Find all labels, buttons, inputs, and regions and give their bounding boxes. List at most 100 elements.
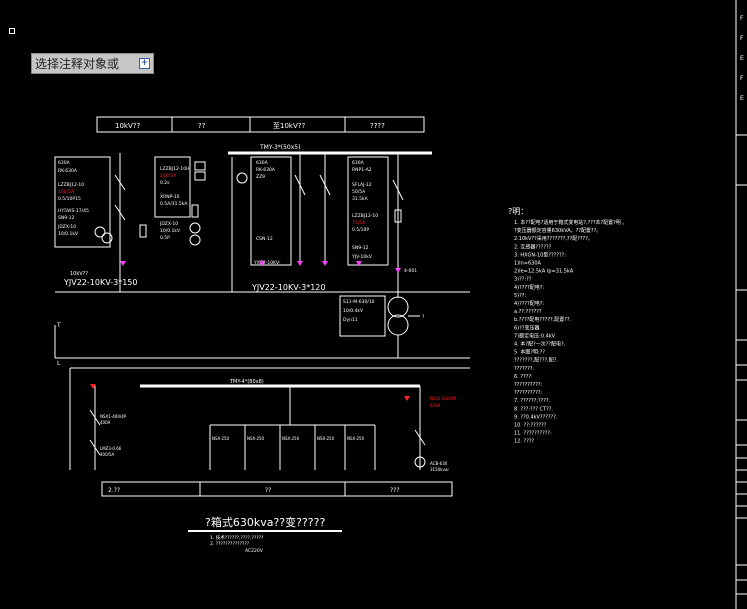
notes-line: 4)????配电?: xyxy=(514,284,544,291)
svg-text:NSX-250: NSX-250 xyxy=(212,436,230,441)
svg-text:F: F xyxy=(740,35,744,42)
svg-text:YJV-10kV: YJV-10kV xyxy=(351,254,373,260)
svg-text:400/5A: 400/5A xyxy=(100,452,115,457)
svg-text:E: E xyxy=(740,95,744,102)
svg-text:F: F xyxy=(740,15,744,22)
svg-text:RNP1-A2: RNP1-A2 xyxy=(352,167,372,173)
svg-text:CSN-12: CSN-12 xyxy=(256,236,273,242)
busbar-label: TMY-3*(50x5) xyxy=(259,144,300,151)
notes-line: 9. ??0.4kV??????. xyxy=(514,414,558,420)
right-cable-label: YJV22-10KV-3*120 xyxy=(251,283,325,292)
svg-text:630A: 630A xyxy=(58,160,71,166)
drawing-title-sub2: 2. ?????????????? xyxy=(210,541,250,547)
incoming-cabinet xyxy=(54,153,206,265)
notes-line: ??????????: xyxy=(514,382,543,388)
svg-text:F: F xyxy=(740,75,744,82)
svg-text:630A: 630A xyxy=(256,160,269,166)
left-cable-bottom: YJV22-10KV-3*150 xyxy=(63,278,137,287)
incoming-cabinet-text: 630A RK-630A LZZBJ12-10 100/5A 0.5/10P15… xyxy=(57,160,190,241)
notes-line: 1)In=630A xyxy=(514,261,542,267)
hv-busbar: TMY-3*(50x5) xyxy=(228,144,432,155)
transformer-spec-2: Dyn11 xyxy=(343,317,358,323)
notes-line: 2.10kV??采用???????,??配????。 xyxy=(514,235,593,242)
bottom-cell-1: ?? xyxy=(265,487,271,494)
selection-prompt-tooltip: 选择注释对象或 + xyxy=(31,53,154,74)
svg-text:SFLAJ-12: SFLAJ-12 xyxy=(352,182,372,188)
notes-line: 4)????配电?: xyxy=(514,300,544,307)
svg-text:LZZBJ12-10H: LZZBJ12-10H xyxy=(160,166,190,172)
notes-line: ???????,配???,配?. xyxy=(514,358,558,364)
svg-text:ACB-630: ACB-630 xyxy=(430,461,448,466)
lv-bus-label: TMY-4*(80x8) xyxy=(229,379,264,385)
bottom-cell-2: ??? xyxy=(390,487,400,494)
svg-text:RK-630A: RK-630A xyxy=(256,167,276,173)
l-mark: L xyxy=(57,360,61,367)
transformer-spec-1: 10/0.4kV xyxy=(343,308,364,314)
red-accents xyxy=(90,384,410,401)
svg-text:3150kvar: 3150kvar xyxy=(430,467,449,472)
notes-line: 4. 本?配?一次??配电?. xyxy=(514,341,566,348)
svg-text:NSX-250: NSX-250 xyxy=(247,436,265,441)
svg-text:NSX-250: NSX-250 xyxy=(347,436,365,441)
svg-text:630A: 630A xyxy=(430,403,441,408)
notes-line: 8. ???:??? CT??. xyxy=(514,406,553,412)
notes-line: 11. ??????????: xyxy=(514,431,552,437)
header-cell-2: 至10kV?? xyxy=(273,122,305,130)
notes-block: ?明： 1. 本??配电?适用于箱式变电站?,???本?配置?明 。 ?变压器额… xyxy=(508,207,627,445)
header-cell-3: ???? xyxy=(370,122,385,130)
svg-text:JDZX-10: JDZX-10 xyxy=(159,221,178,227)
middle-cabinets xyxy=(231,153,404,292)
drawing-title-sub1: 1. 技术??????,????,????? xyxy=(210,534,264,541)
header-table: 10kV?? ?? 至10kV?? ???? xyxy=(96,116,425,133)
left-cable: 10kV?? YJV22-10KV-3*150 xyxy=(55,265,233,293)
svg-text:400A: 400A xyxy=(100,420,111,425)
svg-text:LMZ3-0.66: LMZ3-0.66 xyxy=(100,446,122,451)
svg-text:31.5kA: 31.5kA xyxy=(352,196,369,202)
selection-prompt-text: 选择注释对象或 xyxy=(35,57,120,71)
notes-line: 3. HXGN-10型??????: xyxy=(514,251,566,258)
svg-text:10/0.1kV: 10/0.1kV xyxy=(58,231,79,237)
notes-line: ??????????: xyxy=(514,390,543,396)
notes-line: 7. ??????:????. xyxy=(514,398,551,404)
svg-text:100/5A: 100/5A xyxy=(58,189,75,195)
lv-feeders xyxy=(89,386,426,470)
expand-icon[interactable]: + xyxy=(139,58,150,69)
svg-text:XRNP-10: XRNP-10 xyxy=(160,194,180,200)
title-block-edge-text: FFE FE xyxy=(740,15,744,102)
svg-text:HY5WS-17/45: HY5WS-17/45 xyxy=(58,208,89,214)
drawing-title-main: ?箱式630kva??变????? xyxy=(205,515,325,529)
left-cable-top: 10kV?? xyxy=(70,271,88,277)
svg-text:ZZ9: ZZ9 xyxy=(256,174,265,180)
notes-heading: ?明： xyxy=(508,207,528,216)
transformer-spec-0: S11-M-630/10 xyxy=(343,299,375,305)
notes-line: 10. ??:?????? xyxy=(514,423,547,429)
svg-text:NSX-250: NSX-250 xyxy=(282,436,300,441)
notes-line: 5)??: xyxy=(514,293,526,299)
svg-text:75/5A: 75/5A xyxy=(352,220,366,226)
notes-line: 3)??:?? xyxy=(514,277,532,283)
svg-text:JDZX-10: JDZX-10 xyxy=(57,224,76,230)
bottom-cell-0: 2.?? xyxy=(108,487,120,494)
svg-text:SN9-12: SN9-12 xyxy=(58,215,75,221)
svg-text:YXZ2-10KV-: YXZ2-10KV- xyxy=(253,260,281,266)
svg-text:NSX1-630/4P: NSX1-630/4P xyxy=(430,396,457,401)
lv-busbar: TMY-4*(80x8) xyxy=(69,367,470,470)
notes-line: b.????配电?????,配置??. xyxy=(514,316,572,323)
notes-line: ?变压器额定容量630kVA，??配置??。 xyxy=(514,227,601,234)
bottom-table: 2.?? ?? ??? xyxy=(101,481,453,497)
header-cell-0: 10kV?? xyxy=(115,122,140,130)
drawing-title-sub3: AC220V xyxy=(245,548,264,554)
panel-connectors xyxy=(54,325,470,359)
svg-text:SN9-12: SN9-12 xyxy=(352,245,369,251)
svg-text:0.5/10P15: 0.5/10P15 xyxy=(58,196,81,202)
svg-text:0.2s: 0.2s xyxy=(160,180,170,186)
svg-text:10/0.1kV: 10/0.1kV xyxy=(160,228,181,234)
notes-line: a.??:?????? xyxy=(514,309,542,315)
notes-line: 1. 本??配电?适用于箱式变电站?,???本?配置?明 。 xyxy=(514,219,627,226)
transformer-symbol xyxy=(339,272,420,358)
transformer-text: ? S11-M-630/10 10/0.4kV Dyn11 xyxy=(343,299,425,323)
drawing-title: ?箱式630kva??变????? 1. 技术??????,????,?????… xyxy=(188,515,342,554)
viewport-control-icon[interactable] xyxy=(9,28,15,34)
header-cell-1: ?? xyxy=(198,122,206,130)
